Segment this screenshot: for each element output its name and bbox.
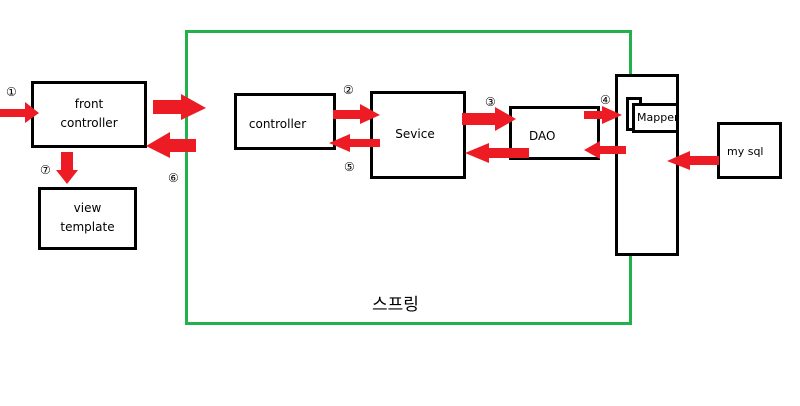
view-template-line1: view: [73, 201, 102, 215]
view-template-box: [38, 187, 137, 250]
arrow-mapper-to-dao: [584, 141, 626, 159]
dao-label: DAO: [529, 129, 556, 143]
step-1-marker: ①: [6, 85, 17, 99]
front-controller-label: front controller: [31, 95, 147, 133]
step-5-marker: ⑤: [344, 160, 355, 174]
controller-label: controller: [248, 117, 307, 131]
arrow-mysql-to-mapper: [667, 151, 719, 170]
spring-label: 스프링: [372, 295, 419, 315]
arrow-service-to-controller: [329, 134, 380, 152]
front-controller-line1: front: [74, 97, 104, 111]
step-6-marker: ⑥: [168, 171, 179, 185]
arrow-dao-to-service: [465, 143, 529, 163]
service-box: [370, 91, 466, 179]
step-2-marker: ②: [343, 83, 354, 97]
arrow-spring-to-front: [146, 132, 196, 158]
mapper-label: Mapper: [637, 111, 679, 124]
view-template-line2: template: [60, 220, 115, 235]
arrow-service-to-dao: [462, 107, 516, 131]
controller-box: [234, 93, 336, 150]
view-template-label: view template: [38, 199, 137, 237]
front-controller-line2: controller: [60, 116, 118, 131]
arrow-dao-to-mapper: [584, 106, 622, 124]
step-4-marker: ④: [600, 93, 611, 107]
service-label: Sevice: [395, 127, 435, 141]
front-controller-box: [31, 81, 147, 148]
arrow-controller-to-service: [333, 104, 380, 124]
mysql-box: [717, 122, 782, 179]
mapper-box: [632, 103, 679, 133]
arrow-in-front-controller: [0, 102, 39, 123]
mysql-label: my sql: [727, 145, 764, 158]
step-7-marker: ⑦: [40, 163, 51, 177]
arrow-front-to-spring: [153, 94, 206, 120]
arrow-front-to-view: [56, 152, 78, 184]
step-3-marker: ③: [485, 95, 496, 109]
